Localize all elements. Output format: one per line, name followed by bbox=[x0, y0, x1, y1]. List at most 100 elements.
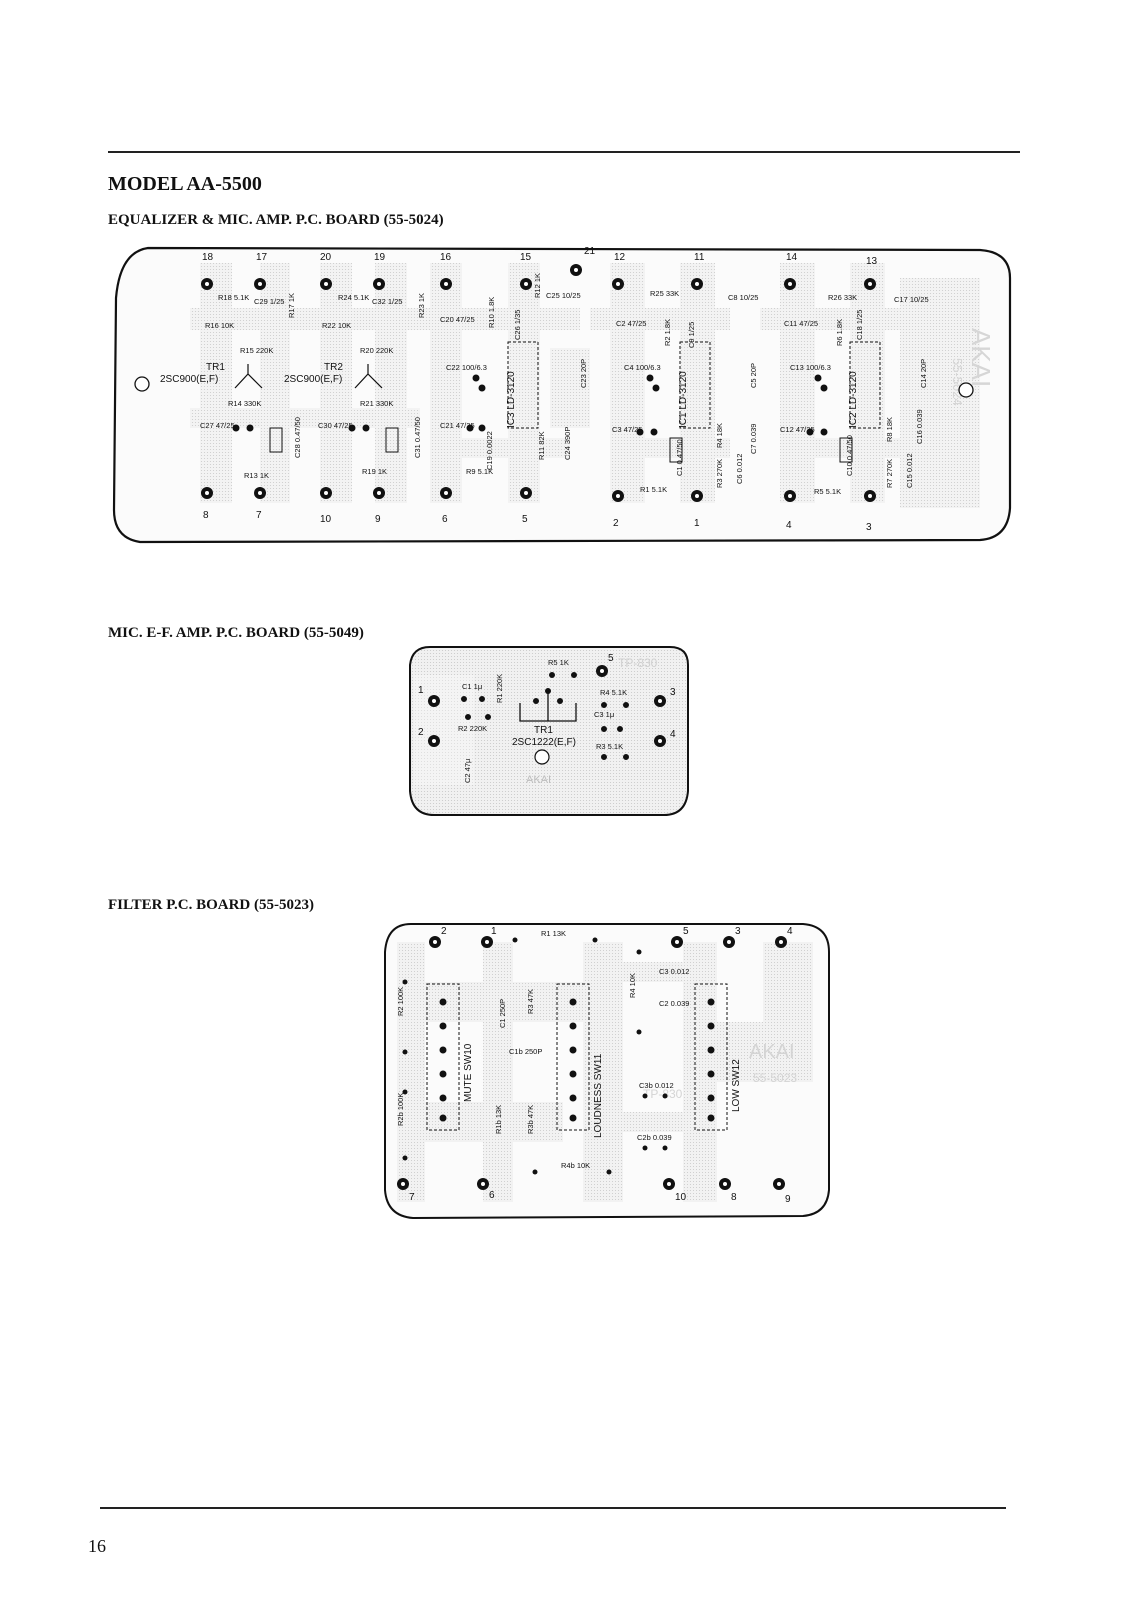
svg-text:11: 11 bbox=[694, 252, 705, 263]
svg-text:8: 8 bbox=[731, 1192, 737, 1203]
eq-pin-21: 21 bbox=[570, 246, 596, 276]
filter-board: AKAI TP-830 55-5023 2 1 5 3 4 7 6 10 8 9… bbox=[384, 923, 830, 1220]
eq-bottom-pins: 8 7 10 9 6 5 2 1 4 3 bbox=[201, 487, 876, 533]
svg-text:R2 100K: R2 100K bbox=[396, 987, 405, 1016]
svg-text:C17 10/25: C17 10/25 bbox=[894, 295, 929, 304]
svg-text:C31 0.47/50: C31 0.47/50 bbox=[413, 417, 422, 458]
svg-text:R17 1K: R17 1K bbox=[287, 293, 296, 318]
eq-pin-4: 4 bbox=[784, 490, 796, 531]
svg-text:R3 5.1K: R3 5.1K bbox=[596, 742, 623, 751]
svg-text:C21 47/25: C21 47/25 bbox=[440, 421, 475, 430]
svg-text:C2b 0.039: C2b 0.039 bbox=[637, 1133, 672, 1142]
mic-board: TP-830 AKAI 1 2 3 4 5 TR1 2SC1222(E,F) R… bbox=[409, 646, 689, 816]
svg-text:C2 47μ: C2 47μ bbox=[463, 759, 472, 783]
eq-small-parts bbox=[232, 374, 853, 463]
svg-text:C32 1/25: C32 1/25 bbox=[372, 297, 402, 306]
filter-small-parts bbox=[402, 937, 668, 1175]
svg-text:C18 1/25: C18 1/25 bbox=[855, 310, 864, 340]
svg-text:R6 1.8K: R6 1.8K bbox=[835, 319, 844, 346]
eq-pin-19: 19 bbox=[373, 252, 386, 290]
svg-text:R4b 10K: R4b 10K bbox=[561, 1161, 590, 1170]
filter-traces bbox=[397, 942, 813, 1202]
svg-text:2SC1222(E,F): 2SC1222(E,F) bbox=[512, 737, 576, 748]
svg-text:R18 5.1K: R18 5.1K bbox=[218, 293, 249, 302]
svg-text:R1b 13K: R1b 13K bbox=[494, 1105, 503, 1134]
mount-hole-left bbox=[134, 376, 150, 392]
svg-text:1: 1 bbox=[491, 926, 497, 937]
filter-pin-2: 2 bbox=[429, 926, 447, 948]
mic-board-title: MIC. E-F. AMP. P.C. BOARD (55-5049) bbox=[108, 625, 364, 641]
svg-text:R5 5.1K: R5 5.1K bbox=[814, 487, 841, 496]
svg-text:C2 0.039: C2 0.039 bbox=[659, 999, 689, 1008]
svg-text:R9 5.1K: R9 5.1K bbox=[466, 467, 493, 476]
filter-component-labels: R1 13K R2 100K C1 250P R3 47K R4 10K C3 … bbox=[396, 929, 689, 1170]
svg-text:14: 14 bbox=[786, 252, 798, 263]
svg-text:R2 220K: R2 220K bbox=[458, 724, 487, 733]
svg-text:R2b 100K: R2b 100K bbox=[396, 1093, 405, 1126]
svg-text:13: 13 bbox=[866, 256, 878, 267]
svg-text:R11 82K: R11 82K bbox=[537, 431, 546, 460]
svg-text:C9 1/25: C9 1/25 bbox=[687, 322, 696, 348]
svg-text:3: 3 bbox=[866, 522, 872, 533]
svg-text:C1 1μ: C1 1μ bbox=[462, 682, 482, 691]
ic2-label: IC2 LD-3120 bbox=[848, 371, 859, 428]
bottom-rule bbox=[100, 1507, 1006, 1509]
svg-text:R19 1K: R19 1K bbox=[362, 467, 387, 476]
svg-text:R24 5.1K: R24 5.1K bbox=[338, 293, 369, 302]
svg-text:4: 4 bbox=[670, 729, 676, 740]
mic-pin-4: 4 bbox=[654, 729, 676, 747]
filter-silk-tp: TP-830 bbox=[643, 1087, 683, 1101]
svg-text:9: 9 bbox=[375, 514, 381, 525]
eq-pin-7: 7 bbox=[254, 487, 266, 521]
filter-silk-akai: AKAI bbox=[749, 1041, 795, 1063]
svg-text:18: 18 bbox=[202, 252, 214, 263]
filter-pin-1: 1 bbox=[481, 926, 497, 948]
filter-silk-part: 55-5023 bbox=[753, 1071, 797, 1085]
filter-switches bbox=[426, 983, 728, 1131]
filter-switch-contacts bbox=[439, 998, 715, 1122]
eq-pin-1: 1 bbox=[691, 490, 703, 529]
svg-text:C30 47/25: C30 47/25 bbox=[318, 421, 353, 430]
svg-text:C14 20P: C14 20P bbox=[919, 359, 928, 388]
mic-small-parts bbox=[461, 672, 629, 760]
svg-text:C3b 0.012: C3b 0.012 bbox=[639, 1081, 674, 1090]
svg-text:21: 21 bbox=[584, 246, 596, 257]
eq-pin-5: 5 bbox=[520, 487, 532, 525]
filter-pin-4: 4 bbox=[775, 926, 793, 948]
mic-silk-tp: TP-830 bbox=[618, 656, 658, 670]
eq-board-title: EQUALIZER & MIC. AMP. P.C. BOARD (55-502… bbox=[108, 212, 444, 228]
svg-text:R15 220K: R15 220K bbox=[240, 346, 273, 355]
svg-text:1: 1 bbox=[694, 518, 700, 529]
svg-text:R23 1K: R23 1K bbox=[417, 293, 426, 318]
filter-top-pins: 2 1 5 3 4 bbox=[429, 926, 793, 948]
svg-text:5: 5 bbox=[683, 926, 689, 937]
svg-text:R2 1.8K: R2 1.8K bbox=[663, 319, 672, 346]
svg-text:R3 47K: R3 47K bbox=[526, 989, 535, 1014]
mic-silk-akai: AKAI bbox=[526, 774, 551, 786]
svg-text:9: 9 bbox=[785, 1194, 791, 1205]
eq-pin-8: 8 bbox=[201, 487, 213, 521]
svg-text:3: 3 bbox=[670, 687, 676, 698]
svg-text:C11 47/25: C11 47/25 bbox=[784, 319, 818, 328]
svg-text:R7 270K: R7 270K bbox=[885, 459, 894, 488]
svg-text:6: 6 bbox=[442, 514, 448, 525]
svg-text:19: 19 bbox=[374, 252, 386, 263]
ic3-label: IC3 LD-3120 bbox=[506, 371, 517, 428]
switch-loudness-label: LOUDNESS SW11 bbox=[593, 1053, 604, 1138]
filter-pin-9: 9 bbox=[773, 1178, 791, 1205]
mic-component-labels: R5 1K C1 1μ R1 220K R4 5.1K C3 1μ R2 220… bbox=[458, 658, 627, 783]
svg-text:C15 0.012: C15 0.012 bbox=[905, 453, 914, 488]
svg-text:2SC900(E,F): 2SC900(E,F) bbox=[284, 374, 342, 385]
svg-text:4: 4 bbox=[787, 926, 793, 937]
filter-pin-6: 6 bbox=[477, 1178, 495, 1201]
svg-text:R5 1K: R5 1K bbox=[548, 658, 569, 667]
svg-text:C23 20P: C23 20P bbox=[579, 359, 588, 388]
svg-text:C20 47/25: C20 47/25 bbox=[440, 315, 475, 324]
svg-text:2: 2 bbox=[418, 727, 424, 738]
eq-silk-akai: AKAI bbox=[966, 328, 996, 387]
svg-text:C3 0.012: C3 0.012 bbox=[659, 967, 689, 976]
eq-pin-6: 6 bbox=[440, 487, 452, 525]
eq-pin-16: 16 bbox=[440, 252, 452, 290]
svg-text:R4 18K: R4 18K bbox=[715, 423, 724, 448]
svg-text:C3 1μ: C3 1μ bbox=[594, 710, 614, 719]
